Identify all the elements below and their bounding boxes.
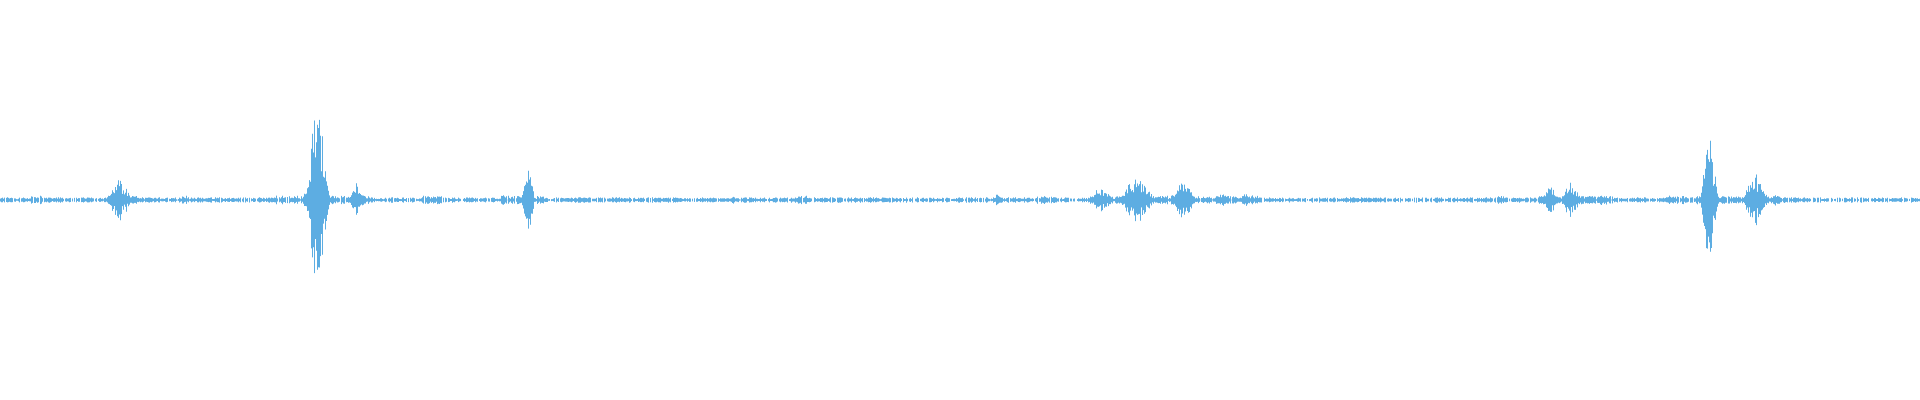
audio-waveform (0, 119, 1920, 274)
waveform-canvas (0, 119, 1920, 274)
